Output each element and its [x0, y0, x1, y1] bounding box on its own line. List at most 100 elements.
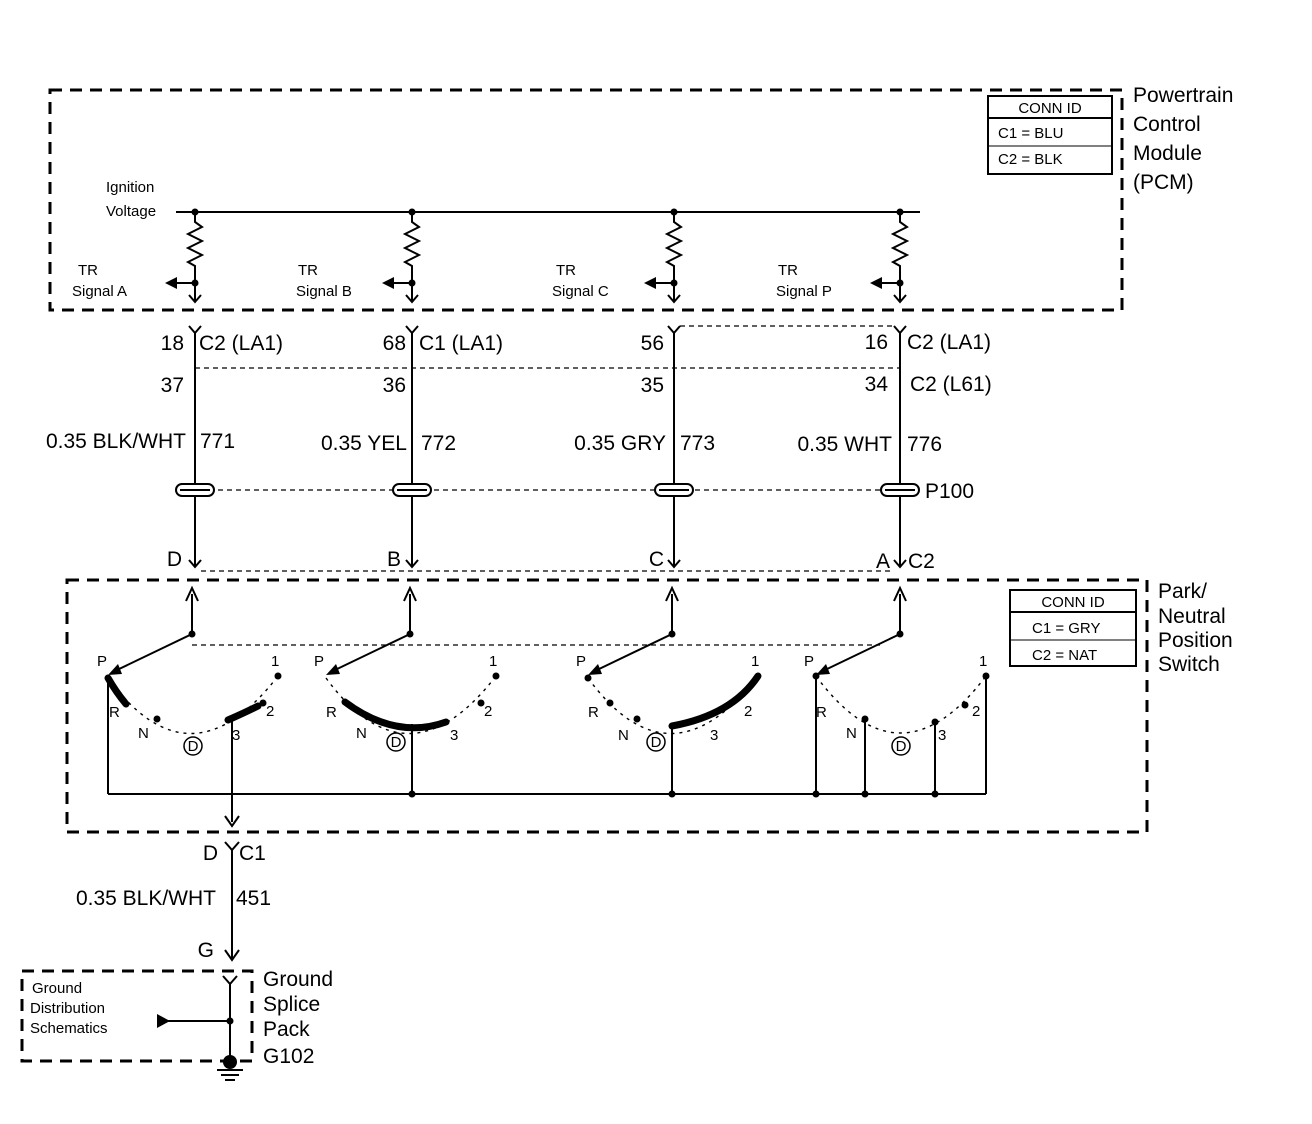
signal-label: TR: [778, 262, 798, 279]
position-label: P: [314, 653, 324, 670]
position-label: N: [138, 725, 149, 742]
ground-ref-line: Ground: [32, 980, 82, 997]
position-label: 1: [489, 653, 497, 670]
range-switch-p-labels: P R N D 3 2 1: [804, 653, 987, 755]
position-label: 3: [232, 727, 240, 744]
pin-letter: G: [198, 939, 214, 962]
pcm-connector-terminals: [188, 325, 907, 335]
ground-ref-line: Distribution: [30, 1000, 105, 1017]
position-label: 2: [972, 703, 980, 720]
pns-boundary: [65, 578, 1149, 834]
position-label: 2: [484, 703, 492, 720]
pns-title-line-1: Park/: [1158, 580, 1207, 603]
connector-label: C1 (LA1): [419, 332, 503, 355]
signal-label: Signal P: [776, 283, 832, 300]
circuit-number: 772: [421, 432, 456, 455]
pin-number: 36: [383, 374, 406, 397]
signal-label: TR: [298, 262, 318, 279]
pns-output-arrows: [185, 585, 907, 634]
splice-pack-line: G102: [263, 1045, 314, 1068]
pcm-conn-id-row: C2 = BLK: [998, 151, 1063, 168]
signal-arrow-icon: [870, 277, 882, 289]
position-label: 2: [744, 703, 752, 720]
drive-position-icon: [183, 736, 203, 756]
pcm-input-circuit-p: TR Signal P: [776, 208, 910, 304]
connector-label: C1: [239, 842, 266, 865]
connector-label: C2 (L61): [910, 373, 992, 396]
signal-label: Signal C: [552, 283, 609, 300]
ignition-label-line-2: Voltage: [106, 203, 156, 220]
pin-letter: D: [167, 548, 182, 571]
ground-distribution-reference: Ground Distribution Schematics: [30, 980, 108, 1037]
pcm-title-line-1: Powertrain: [1133, 84, 1233, 107]
pin-letter: D: [203, 842, 218, 865]
range-switch-a-labels: P R N D 3 2 1: [97, 653, 279, 755]
drive-position-icon: [891, 736, 911, 756]
connector-label: C2 (LA1): [907, 331, 991, 354]
pns-title-line-2: Neutral: [1158, 605, 1226, 628]
position-label: R: [588, 704, 599, 721]
pin-number: 16: [865, 331, 888, 354]
position-label: P: [97, 653, 107, 670]
pcm-title-line-2: Control: [1133, 113, 1201, 136]
harness-wires: [194, 333, 901, 566]
pin-letter: B: [387, 548, 401, 571]
circuit-number: 776: [907, 433, 942, 456]
pcm-title-line-4: (PCM): [1133, 171, 1194, 194]
signal-label: TR: [78, 262, 98, 279]
position-label: 1: [751, 653, 759, 670]
position-label: 3: [938, 727, 946, 744]
circuit-number: 773: [680, 432, 715, 455]
position-label: N: [846, 725, 857, 742]
signal-arrow-icon: [644, 277, 656, 289]
wire-color-label: 0.35 BLK/WHT: [76, 887, 216, 910]
pin-number: 34: [865, 373, 889, 396]
circuit-number: 771: [200, 430, 235, 453]
ground-reference-arrow-icon: [157, 1014, 170, 1028]
pns-title-line-4: Switch: [1158, 653, 1220, 676]
pns-conn-id-table: CONN ID C1 = GRY C2 = NAT: [1009, 589, 1137, 667]
pin-letter: C: [649, 548, 664, 571]
pin-number: 56: [641, 332, 664, 355]
splice-pack-line: Splice: [263, 993, 320, 1016]
range-switch-b: [325, 630, 500, 752]
signal-label: Signal A: [72, 283, 127, 300]
pns-pin-labels: D B C A C2: [167, 548, 935, 573]
ground-ref-line: Schematics: [30, 1020, 108, 1037]
position-label: 3: [710, 727, 718, 744]
pcm-conn-id-table: CONN ID C1 = BLU C2 = BLK: [987, 95, 1113, 175]
position-label: N: [356, 725, 367, 742]
position-label: 1: [979, 653, 987, 670]
splice-pack-line: Ground: [263, 968, 333, 991]
switch-contact-arrow-icon: [326, 664, 340, 675]
ignition-voltage-label: Ignition Voltage: [106, 179, 156, 220]
pcm-conn-id-row: C1 = BLU: [998, 125, 1063, 142]
ground-symbol-icon: [217, 1069, 243, 1081]
pin-number: 37: [161, 374, 184, 397]
range-switch-p: [812, 630, 990, 756]
pcm-boundary: [48, 88, 1124, 312]
ground-circuit-labels: D C1 0.35 BLK/WHT 451 G: [76, 842, 271, 962]
position-label: 3: [450, 727, 458, 744]
wire-color-label: 0.35 BLK/WHT: [46, 430, 186, 453]
switch-contact-arrow-icon: [588, 664, 602, 675]
position-label: P: [576, 653, 586, 670]
connector-label: C2: [908, 550, 935, 573]
pcm-pin-labels: 18 C2 (LA1) 68 C1 (LA1) 56 16 C2 (LA1) 3…: [161, 331, 992, 397]
ignition-label-line-1: Ignition: [106, 179, 154, 196]
position-label: N: [618, 727, 629, 744]
splice-label: P100: [925, 480, 974, 503]
pns-conn-id-row: C2 = NAT: [1032, 647, 1097, 664]
pcm-input-circuit-c: TR Signal C: [552, 208, 684, 304]
range-switch-b-labels: P R N D 3 2 1: [314, 653, 497, 751]
position-label: 1: [271, 653, 279, 670]
signal-label: TR: [556, 262, 576, 279]
connector-label: C2 (LA1): [199, 332, 283, 355]
position-label: R: [816, 704, 827, 721]
wire-color-label: 0.35 GRY: [574, 432, 666, 455]
position-label: R: [326, 704, 337, 721]
range-switch-c-labels: P R N D 3 2 1: [576, 653, 759, 751]
p100-inline-connectors: P100: [175, 480, 974, 503]
pns-conn-id-header: CONN ID: [1041, 594, 1105, 611]
